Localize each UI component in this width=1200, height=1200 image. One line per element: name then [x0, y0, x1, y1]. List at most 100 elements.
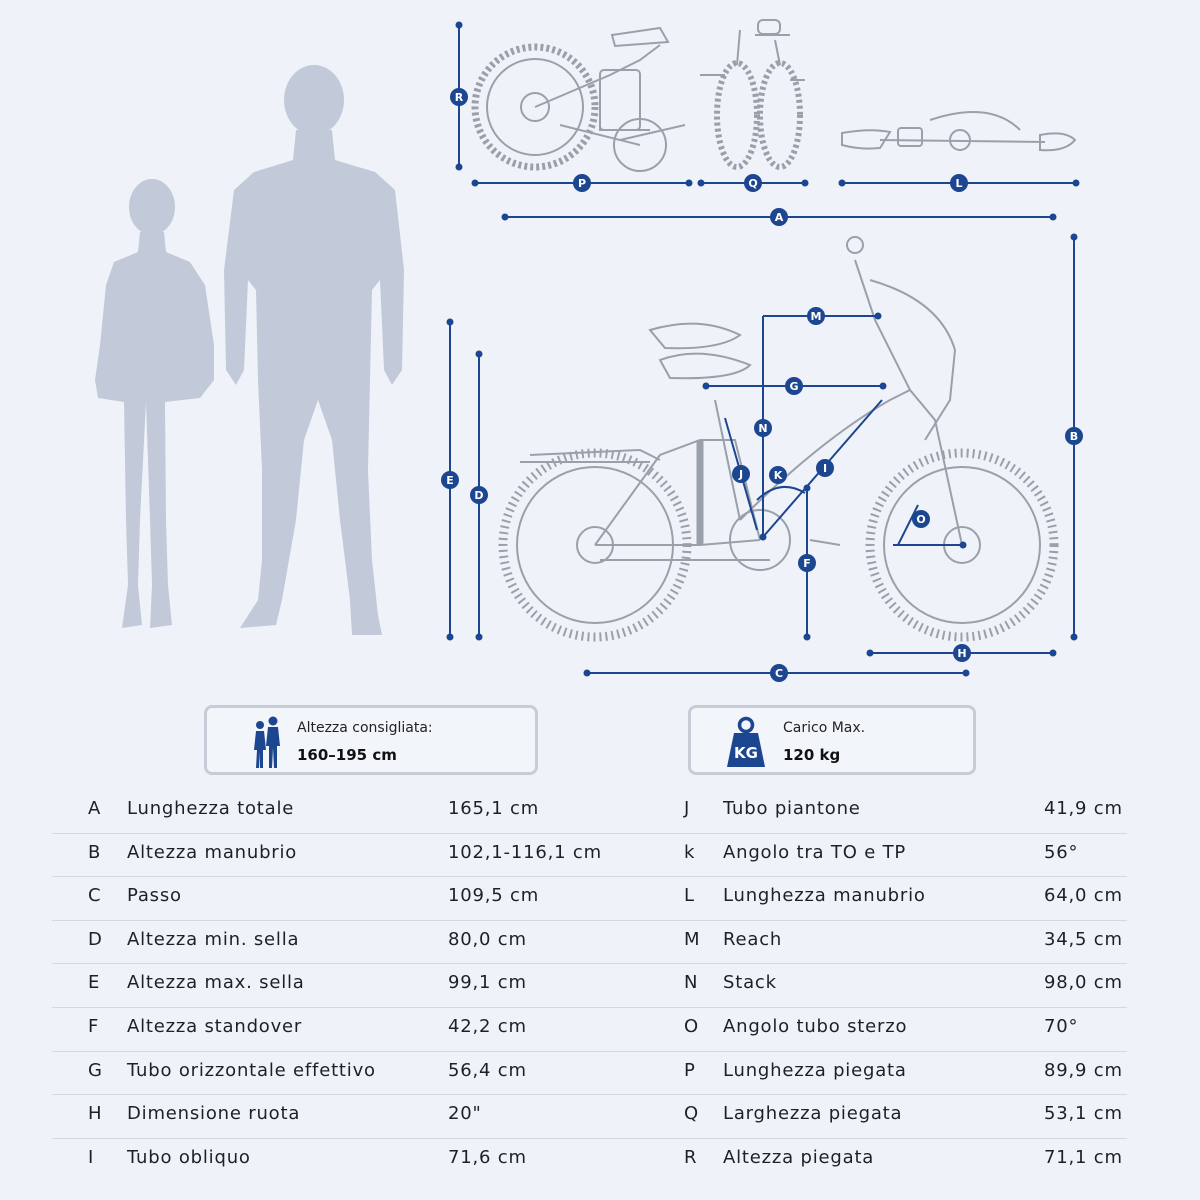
table-row: I Tubo obliquo 71,6 cm R Altezza piegata… — [52, 1139, 1127, 1183]
svg-text:R: R — [455, 91, 464, 104]
table-row: G Tubo orizzontale effettivo 56,4 cm P L… — [52, 1052, 1127, 1096]
spec-name: Dimensione ruota — [127, 1103, 301, 1125]
spec-code: A — [88, 798, 102, 819]
spec-value: 41,9 cm — [1044, 798, 1123, 819]
dimension-marker-c: C — [770, 664, 788, 682]
man-silhouette-icon — [224, 65, 404, 635]
table-row: E Altezza max. sella 99,1 cm N Stack 98,… — [52, 964, 1127, 1008]
folded-bike-side-drawing — [471, 26, 686, 172]
spec-value: 71,6 cm — [448, 1146, 527, 1168]
spec-name: Tubo orizzontale effettivo — [127, 1059, 376, 1081]
couple-icon — [254, 716, 280, 768]
dimension-marker-f: F — [798, 554, 816, 572]
spec-code: R — [684, 1146, 698, 1168]
spec-code: N — [684, 972, 699, 994]
svg-text:P: P — [578, 177, 586, 190]
svg-text:I: I — [823, 462, 827, 475]
spec-code: J — [684, 798, 691, 819]
spec-code: M — [684, 928, 701, 950]
spec-value: 71,1 cm — [1044, 1146, 1123, 1168]
dimension-marker-i: I — [816, 459, 834, 477]
table-row: D Altezza min. sella 80,0 cm M Reach 34,… — [52, 921, 1127, 965]
dimension-marker-r: R — [450, 88, 468, 106]
spec-name: Altezza max. sella — [127, 972, 305, 994]
recommended-height-card: Altezza consigliata: 160–195 cm — [204, 705, 538, 775]
spec-value: 98,0 cm — [1044, 972, 1123, 994]
spec-name: Larghezza piegata — [723, 1103, 903, 1125]
bike-side-drawing — [498, 236, 1059, 642]
svg-text:D: D — [474, 489, 483, 502]
max-load-value: 120 kg — [783, 746, 841, 764]
dimension-lines — [446, 21, 1080, 677]
svg-text:O: O — [916, 513, 925, 526]
table-row: A Lunghezza totale 165,1 cm J Tubo piant… — [52, 790, 1127, 834]
spec-value: 56° — [1044, 841, 1079, 863]
table-row: H Dimensione ruota 20" Q Larghezza piega… — [52, 1095, 1127, 1139]
dimension-marker-o: O — [912, 510, 930, 528]
spec-value: 64,0 cm — [1044, 885, 1123, 907]
spec-value: 20" — [448, 1103, 482, 1125]
max-load-label: Carico Max. — [783, 720, 866, 736]
dimension-marker-h: H — [953, 644, 971, 662]
dimension-marker-b: B — [1065, 427, 1083, 445]
svg-text:K: K — [774, 469, 783, 482]
spec-code: I — [88, 1146, 95, 1168]
dimension-marker-e: E — [441, 471, 459, 489]
dimension-marker-p: P — [573, 174, 591, 192]
spec-value: 165,1 cm — [448, 798, 540, 819]
svg-text:E: E — [446, 474, 454, 487]
dimension-marker-j: J — [732, 465, 750, 483]
spec-code: C — [88, 885, 102, 907]
spec-name: Tubo obliquo — [127, 1146, 251, 1168]
spec-code: L — [684, 885, 695, 907]
spec-code: P — [684, 1059, 696, 1081]
svg-text:B: B — [1070, 430, 1078, 443]
spec-value: 56,4 cm — [448, 1059, 527, 1081]
spec-name: Lunghezza manubrio — [723, 885, 926, 907]
spec-value: 89,9 cm — [1044, 1059, 1123, 1081]
dimension-marker-d: D — [470, 486, 488, 504]
recommended-height-label: Altezza consigliata: — [297, 720, 433, 736]
woman-silhouette-icon — [95, 179, 214, 628]
svg-text:M: M — [811, 310, 822, 323]
spec-code: k — [684, 841, 696, 863]
spec-name: Passo — [127, 885, 182, 907]
spec-value: 53,1 cm — [1044, 1103, 1123, 1125]
spec-name: Angolo tra TO e TP — [723, 841, 907, 863]
recommended-height-value: 160–195 cm — [297, 746, 397, 764]
svg-text:A: A — [775, 211, 784, 224]
weight-icon-text: KG — [734, 744, 758, 762]
spec-code: O — [684, 1015, 699, 1037]
spec-table: A Lunghezza totale 165,1 cm J Tubo piant… — [52, 790, 1127, 1182]
spec-code: B — [88, 841, 102, 863]
spec-value: 80,0 cm — [448, 928, 527, 950]
spec-name: Lunghezza totale — [127, 798, 295, 819]
spec-name: Altezza piegata — [723, 1146, 875, 1168]
spec-name: Lunghezza piegata — [723, 1059, 907, 1081]
spec-code: F — [88, 1015, 100, 1037]
svg-text:H: H — [957, 647, 966, 660]
table-row: B Altezza manubrio 102,1-116,1 cm k Ango… — [52, 834, 1127, 878]
dimension-marker-a: A — [770, 208, 788, 226]
folded-bike-front-drawing — [700, 19, 805, 170]
dimension-marker-g: G — [785, 377, 803, 395]
spec-name: Altezza min. sella — [127, 928, 300, 950]
spec-value: 70° — [1044, 1015, 1079, 1037]
svg-text:C: C — [775, 667, 783, 680]
spec-code: D — [88, 928, 103, 950]
spec-value: 109,5 cm — [448, 885, 540, 907]
spec-name: Tubo piantone — [723, 798, 861, 819]
dimension-marker-n: N — [754, 419, 772, 437]
spec-value: 99,1 cm — [448, 972, 527, 994]
svg-text:F: F — [803, 557, 811, 570]
spec-code: H — [88, 1103, 103, 1125]
svg-text:Q: Q — [748, 177, 757, 190]
spec-code: G — [88, 1059, 103, 1081]
dimension-markers: R P Q L A M G N B E D J K I O F H C — [441, 88, 1083, 682]
dimension-marker-l: L — [950, 174, 968, 192]
spec-name: Altezza manubrio — [127, 841, 298, 863]
handlebar-drawing — [841, 111, 1077, 152]
spec-value: 34,5 cm — [1044, 928, 1123, 950]
table-row: C Passo 109,5 cm L Lunghezza manubrio 64… — [52, 877, 1127, 921]
max-load-card: KG Carico Max. 120 kg — [688, 705, 976, 775]
